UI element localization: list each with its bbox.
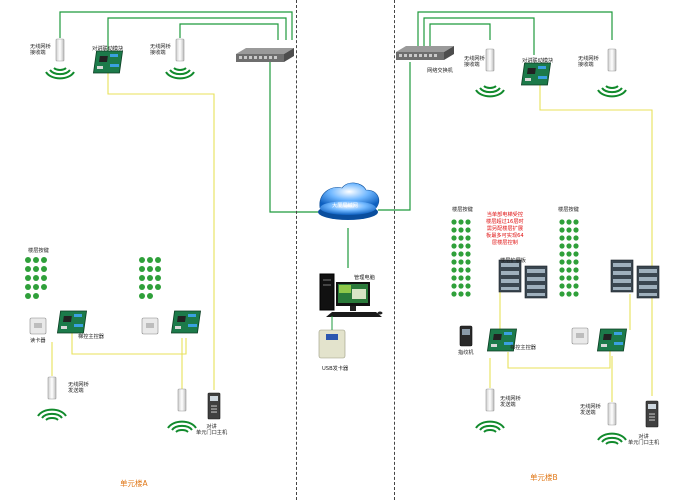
a-elevator-controller-label: 梯控主控器 [78, 334, 104, 340]
b-fingerprint-label: 指纹机 [458, 350, 474, 356]
b-intercom-module-label: 对讲联动模块 [522, 58, 554, 64]
a-door-station-label: 对讲 单元门口主机 [196, 424, 228, 436]
b-elevator-controller-label: 梯控主控器 [510, 345, 536, 351]
lan-label: 大厦局域网 [332, 203, 358, 209]
b-expansion-board-label: 楼层扩展板 [500, 258, 526, 264]
mgmt-pc-label: 管理电脑 [354, 275, 375, 281]
a-intercom-module-label: 对讲联动模块 [92, 46, 124, 52]
divider-left [296, 0, 297, 500]
unit-a-title: 单元楼A [120, 479, 148, 488]
b-switch-label: 网络交换机 [427, 68, 453, 74]
b-receiver-2-label: 无线网桥 接收端 [578, 56, 599, 68]
b-door-station-label: 对讲 单元门口主机 [628, 434, 660, 446]
control-lines [51, 70, 653, 402]
b-sender-2-label: 无线网桥 发送端 [580, 404, 601, 416]
b-floor-buttons-right-label: 楼层按键 [558, 207, 579, 213]
unit-b-title: 单元楼B [530, 473, 558, 482]
a-sender-label: 无线网桥 发送端 [68, 382, 89, 394]
b-receiver-1-label: 无线网桥 接收端 [464, 56, 485, 68]
a-card-reader-label: 读卡器 [30, 338, 46, 344]
a-floor-buttons-label: 楼层按键 [28, 248, 49, 254]
network-lines [59, 11, 613, 268]
building-a-devices [25, 38, 294, 433]
building-b-devices [396, 46, 660, 445]
a-receiver-2-label: 无线网桥 接收端 [150, 44, 171, 56]
divider-right [394, 0, 395, 500]
b-floor-buttons-left-label: 楼层按键 [452, 207, 473, 213]
usb-issuer-label: USB发卡器 [322, 366, 349, 372]
b-sender-1-label: 无线网桥 发送端 [500, 396, 521, 408]
center-devices [318, 182, 383, 359]
b-expansion-note: 当单部电梯受控 楼层超过16层时 需另配楼层扩展 板最多可实现64 层楼层控制 [486, 212, 524, 246]
a-receiver-1-label: 无线网桥 接收端 [30, 44, 51, 56]
